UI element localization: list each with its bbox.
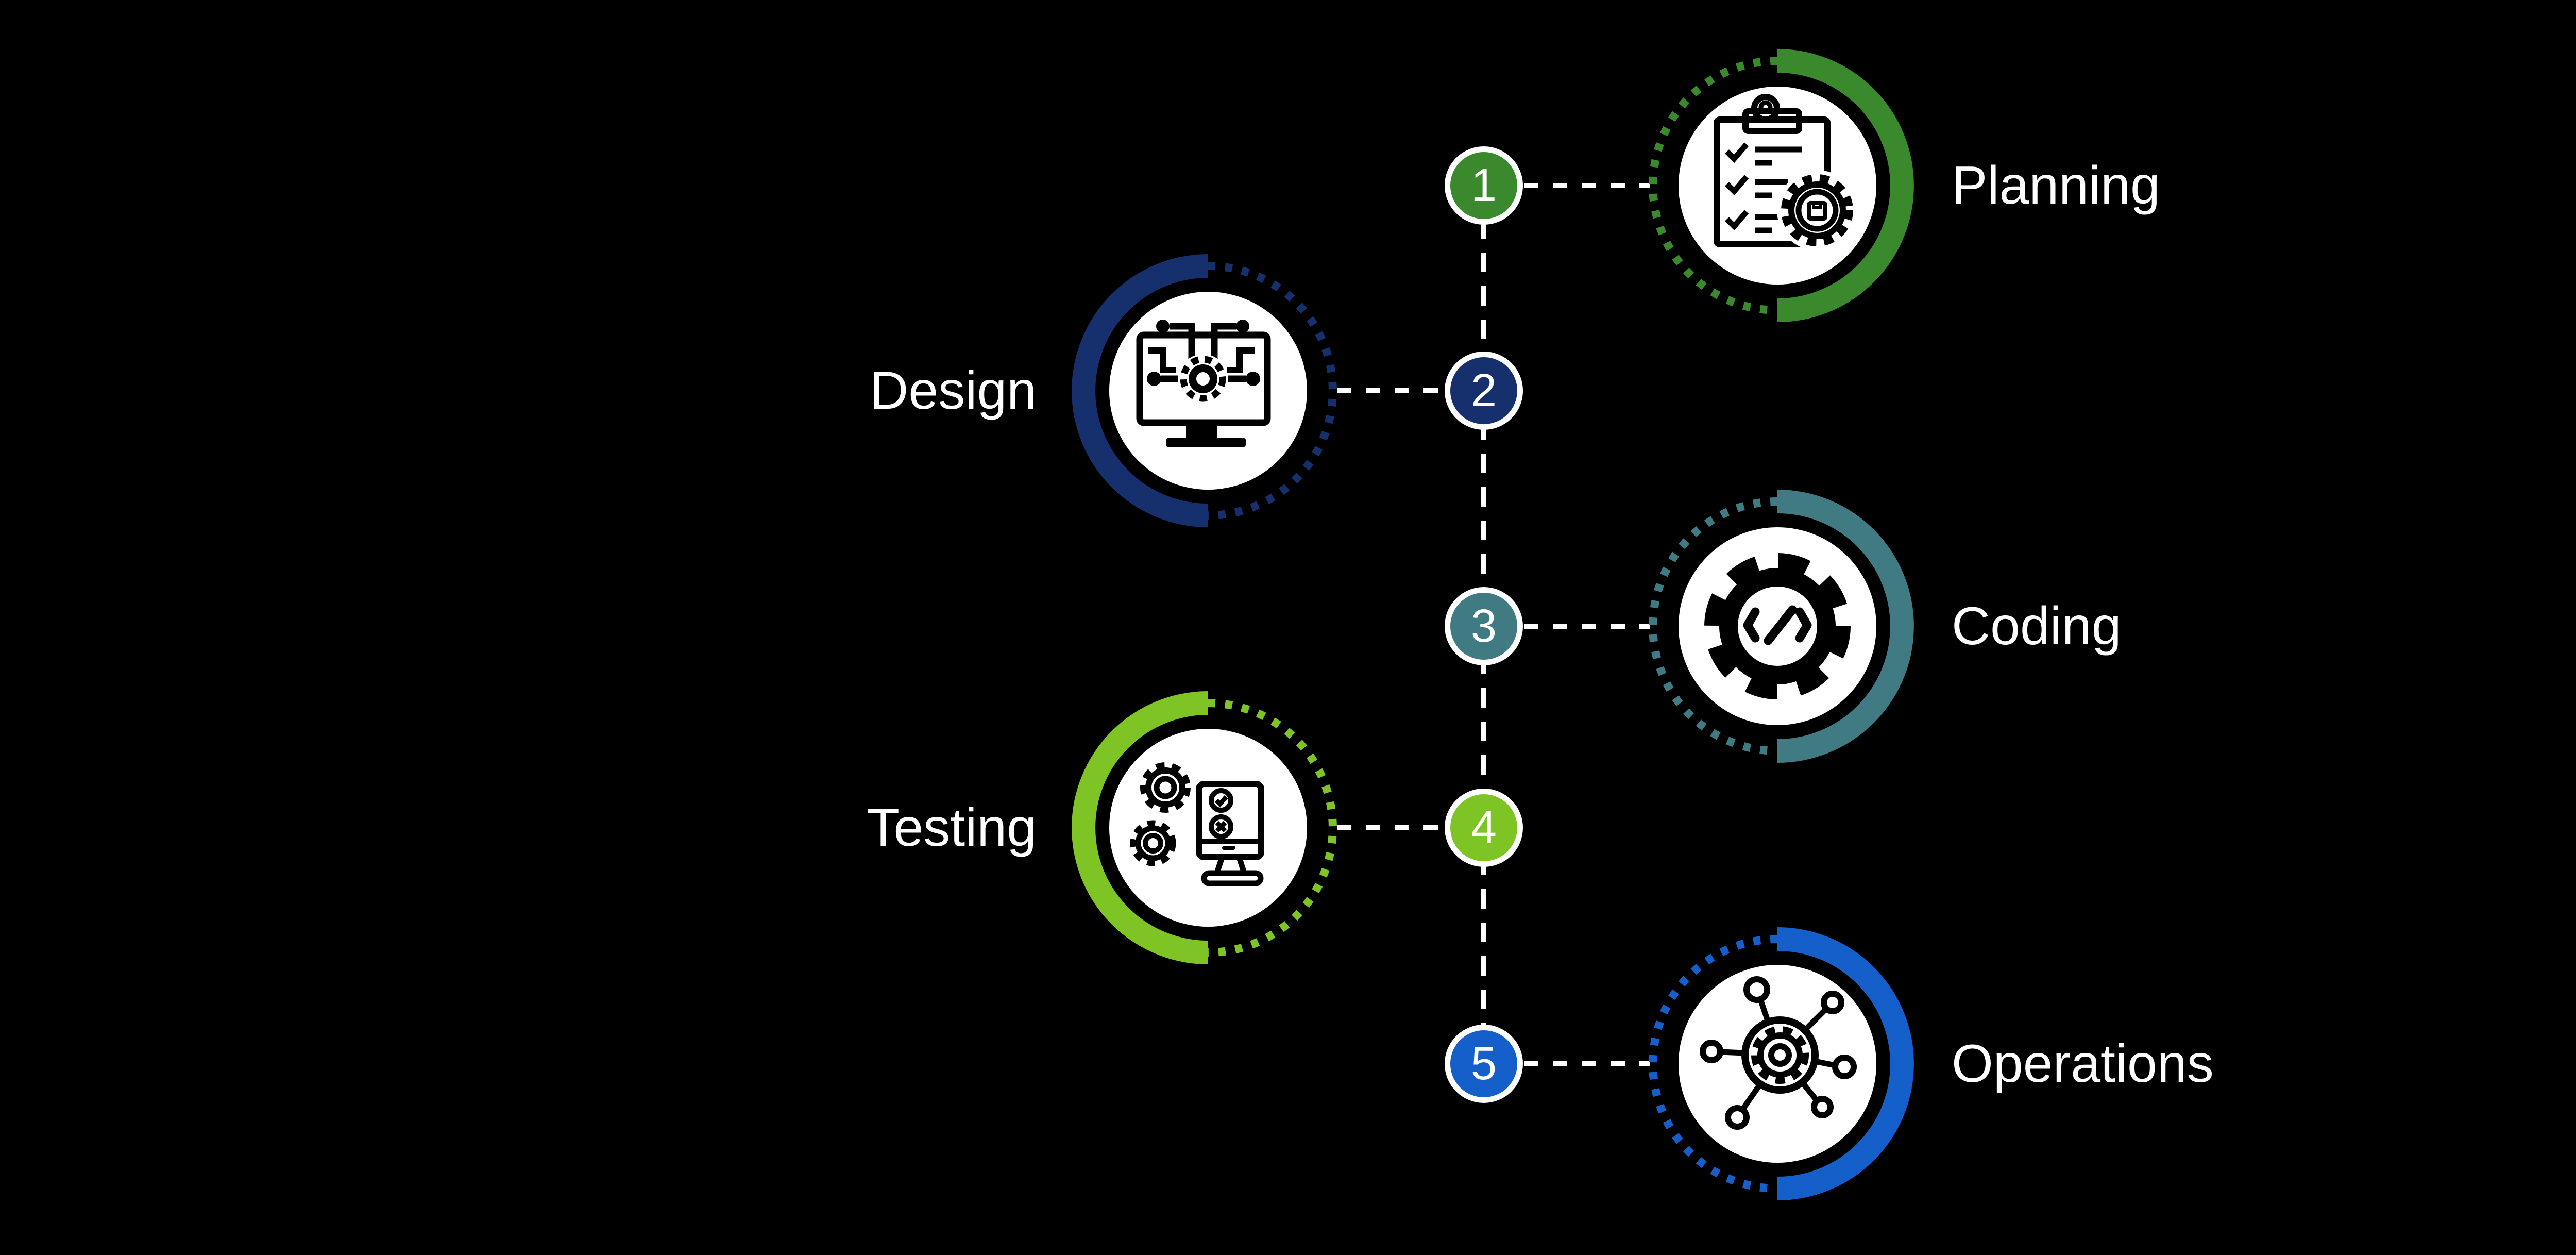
connector-line-planning [1524, 183, 1650, 188]
operations-solid-arc-icon [1777, 927, 1914, 1200]
connector-line-testing [1337, 825, 1443, 830]
step-number-badge-3: 3 [1445, 587, 1523, 665]
network-hub-gear-icon [1700, 976, 1857, 1130]
testing-solid-arc-icon [1072, 691, 1209, 964]
coding-solid-arc-icon [1777, 490, 1914, 763]
step-number-badge-4: 4 [1445, 789, 1523, 867]
step-number-badge-2: 2 [1445, 352, 1523, 430]
step-label-testing: Testing [867, 798, 1037, 858]
step-label-design: Design [870, 361, 1037, 421]
connector-line-coding [1524, 624, 1650, 629]
connector-line-design [1337, 388, 1443, 393]
testing-badge [1072, 691, 1337, 964]
step-label-operations: Operations [1952, 1034, 2214, 1094]
coding-badge [1649, 490, 1914, 763]
planning-badge [1649, 49, 1914, 322]
design-badge [1072, 254, 1337, 527]
connector-line-operations [1524, 1061, 1650, 1066]
planning-solid-arc-icon [1777, 49, 1914, 322]
step-number-badge-1: 1 [1445, 146, 1523, 225]
gears-monitor-check-x-icon [1129, 762, 1264, 886]
design-solid-arc-icon [1072, 254, 1209, 527]
step-number-badge-5: 5 [1445, 1025, 1523, 1103]
monitor-flowchart-gear-icon [1136, 320, 1271, 447]
step-label-coding: Coding [1952, 596, 2122, 656]
gear-code-icon [1704, 553, 1851, 699]
clipboard-checklist-gear-icon [1714, 94, 1857, 250]
step-label-planning: Planning [1952, 156, 2160, 215]
operations-badge [1649, 927, 1914, 1200]
